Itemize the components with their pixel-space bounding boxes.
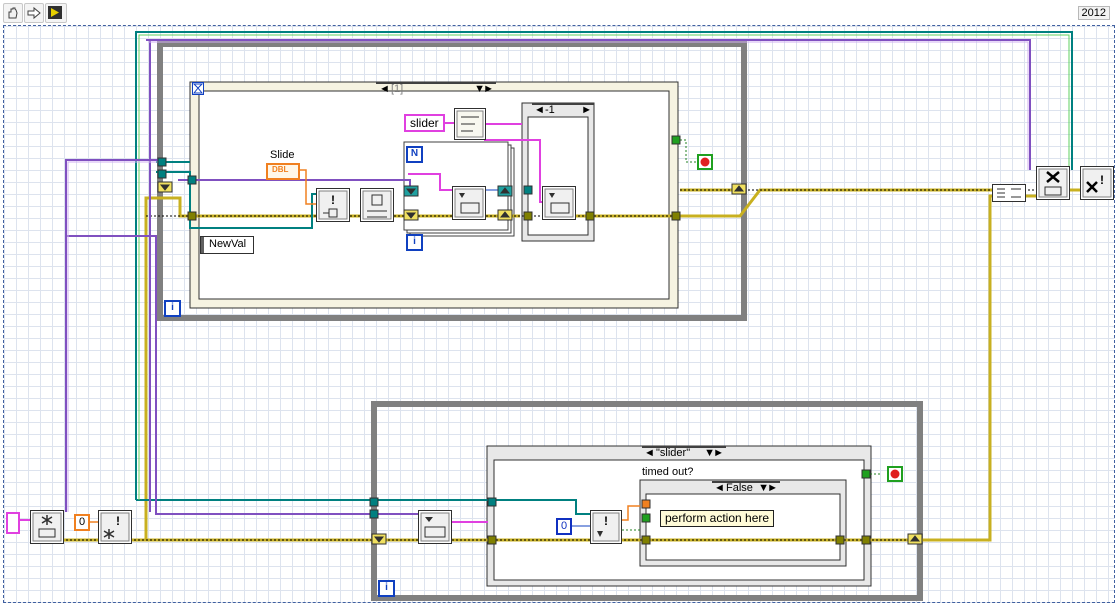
svg-text:!: ! bbox=[116, 514, 120, 528]
timed-out-label: timed out? bbox=[642, 466, 694, 478]
slide-control-terminal[interactable]: DBL bbox=[266, 163, 300, 180]
slide-control-label: Slide bbox=[270, 149, 295, 161]
dequeue-timeout-node[interactable]: ! bbox=[590, 510, 622, 544]
event-case-selector[interactable]: ◄ [1] ▼ ► bbox=[376, 82, 496, 95]
toolbar: 2012 bbox=[0, 0, 1116, 23]
constant-zero-a[interactable]: 0 bbox=[74, 514, 91, 531]
event-data-node[interactable]: NewVal bbox=[200, 236, 254, 254]
obtain-queue-node[interactable] bbox=[30, 510, 64, 544]
event-case-label: [1] bbox=[391, 83, 404, 95]
svg-text:!: ! bbox=[331, 193, 335, 207]
false-case-selector[interactable]: ◄ False ▼ ► bbox=[712, 481, 780, 494]
release-queue-node[interactable] bbox=[1036, 166, 1070, 200]
for-loop-iteration-terminal: i bbox=[406, 234, 423, 251]
dequeue-node-bottom[interactable] bbox=[418, 510, 452, 544]
top-loop-iteration-terminal: i bbox=[164, 300, 181, 317]
destroy-user-event-node[interactable]: ! bbox=[1080, 166, 1114, 200]
arrow-right-icon[interactable] bbox=[24, 3, 44, 23]
timeout-terminal-icon[interactable] bbox=[192, 82, 204, 95]
enqueue-element-node[interactable]: ! bbox=[316, 188, 350, 222]
create-user-event-node[interactable]: ! bbox=[98, 510, 132, 544]
constant-zero-b[interactable]: 0 bbox=[556, 518, 573, 535]
dequeue-element-node[interactable] bbox=[452, 186, 486, 220]
stop-terminal-top[interactable] bbox=[697, 154, 713, 170]
flush-queue-node[interactable] bbox=[360, 188, 394, 222]
for-loop-count-terminal[interactable]: N bbox=[406, 146, 423, 163]
string-type-constant[interactable] bbox=[6, 512, 20, 534]
bottom-case-label: "slider" bbox=[656, 447, 691, 459]
unbundle-node[interactable] bbox=[992, 184, 1026, 202]
svg-text:!: ! bbox=[604, 514, 608, 528]
false-case-label: False bbox=[726, 482, 753, 494]
top-while-loop[interactable] bbox=[157, 41, 747, 321]
event-data-newval: NewVal bbox=[209, 238, 247, 250]
inner-case-selector[interactable]: ◄ -1 ► bbox=[532, 103, 594, 116]
slider-string-constant[interactable]: slider bbox=[404, 114, 445, 132]
enqueue-node-inner[interactable] bbox=[542, 186, 576, 220]
comment-perform-action[interactable]: perform action here bbox=[660, 510, 775, 527]
run-icon[interactable] bbox=[45, 3, 67, 23]
inner-case-label: -1 bbox=[545, 104, 555, 116]
svg-text:!: ! bbox=[1100, 173, 1104, 187]
search-string-node[interactable] bbox=[454, 108, 486, 140]
hand-icon[interactable] bbox=[3, 3, 23, 23]
stop-terminal-bottom[interactable] bbox=[887, 466, 903, 482]
bottom-case-selector[interactable]: ◄ "slider" ▼ ► bbox=[642, 446, 726, 459]
version-label: 2012 bbox=[1077, 6, 1110, 20]
bottom-loop-iteration-terminal: i bbox=[378, 580, 395, 597]
